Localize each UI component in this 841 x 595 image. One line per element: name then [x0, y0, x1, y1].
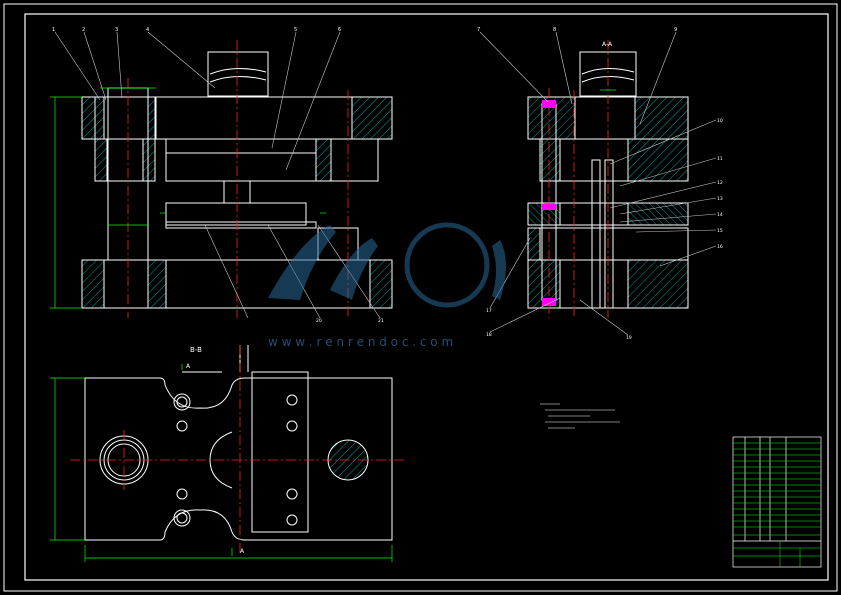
callout-14: 14	[717, 212, 723, 218]
callout-1: 1	[52, 27, 55, 33]
callout-18: 18	[486, 332, 492, 338]
callout-15: 15	[717, 228, 723, 234]
plan-view-b-b	[84, 345, 393, 541]
callout-12: 12	[717, 180, 723, 186]
callout-7: 7	[477, 27, 480, 33]
section-b-b-label: B-B	[190, 346, 202, 354]
callout-6: 6	[338, 27, 341, 33]
stripper-insert	[251, 371, 309, 533]
callout-8: 8	[553, 27, 556, 33]
technical-notes	[540, 403, 620, 429]
callout-2: 2	[82, 27, 85, 33]
watermark-url: w w w . r e n r e n d o c . c o m	[268, 335, 453, 349]
callout-20: 20	[316, 318, 322, 324]
callout-4: 4	[146, 27, 149, 33]
title-block	[732, 436, 822, 568]
watermark-logo	[268, 222, 506, 308]
top-punch-block	[207, 51, 269, 97]
front-view	[81, 51, 393, 309]
callout-3: 3	[115, 27, 118, 33]
callout-16: 16	[717, 244, 723, 250]
callout-11: 11	[717, 156, 723, 162]
outer-border	[3, 3, 838, 592]
callout-21: 21	[378, 318, 384, 324]
callout-17: 17	[486, 308, 492, 314]
callout-5: 5	[294, 27, 297, 33]
view-arrow-label-top: A	[186, 363, 191, 370]
callout-19: 19	[626, 335, 632, 341]
bom-rows	[733, 442, 821, 567]
callout-10: 10	[717, 118, 723, 124]
base-plate-outline	[84, 377, 393, 541]
view-arrow-label-bottom: A	[240, 548, 245, 555]
callout-9: 9	[674, 27, 677, 33]
section-a-a-label: A-A	[602, 41, 613, 48]
punch-plate	[165, 138, 317, 182]
inner-border	[24, 13, 829, 581]
stripper-plate	[165, 202, 307, 226]
callout-13: 13	[717, 196, 723, 202]
